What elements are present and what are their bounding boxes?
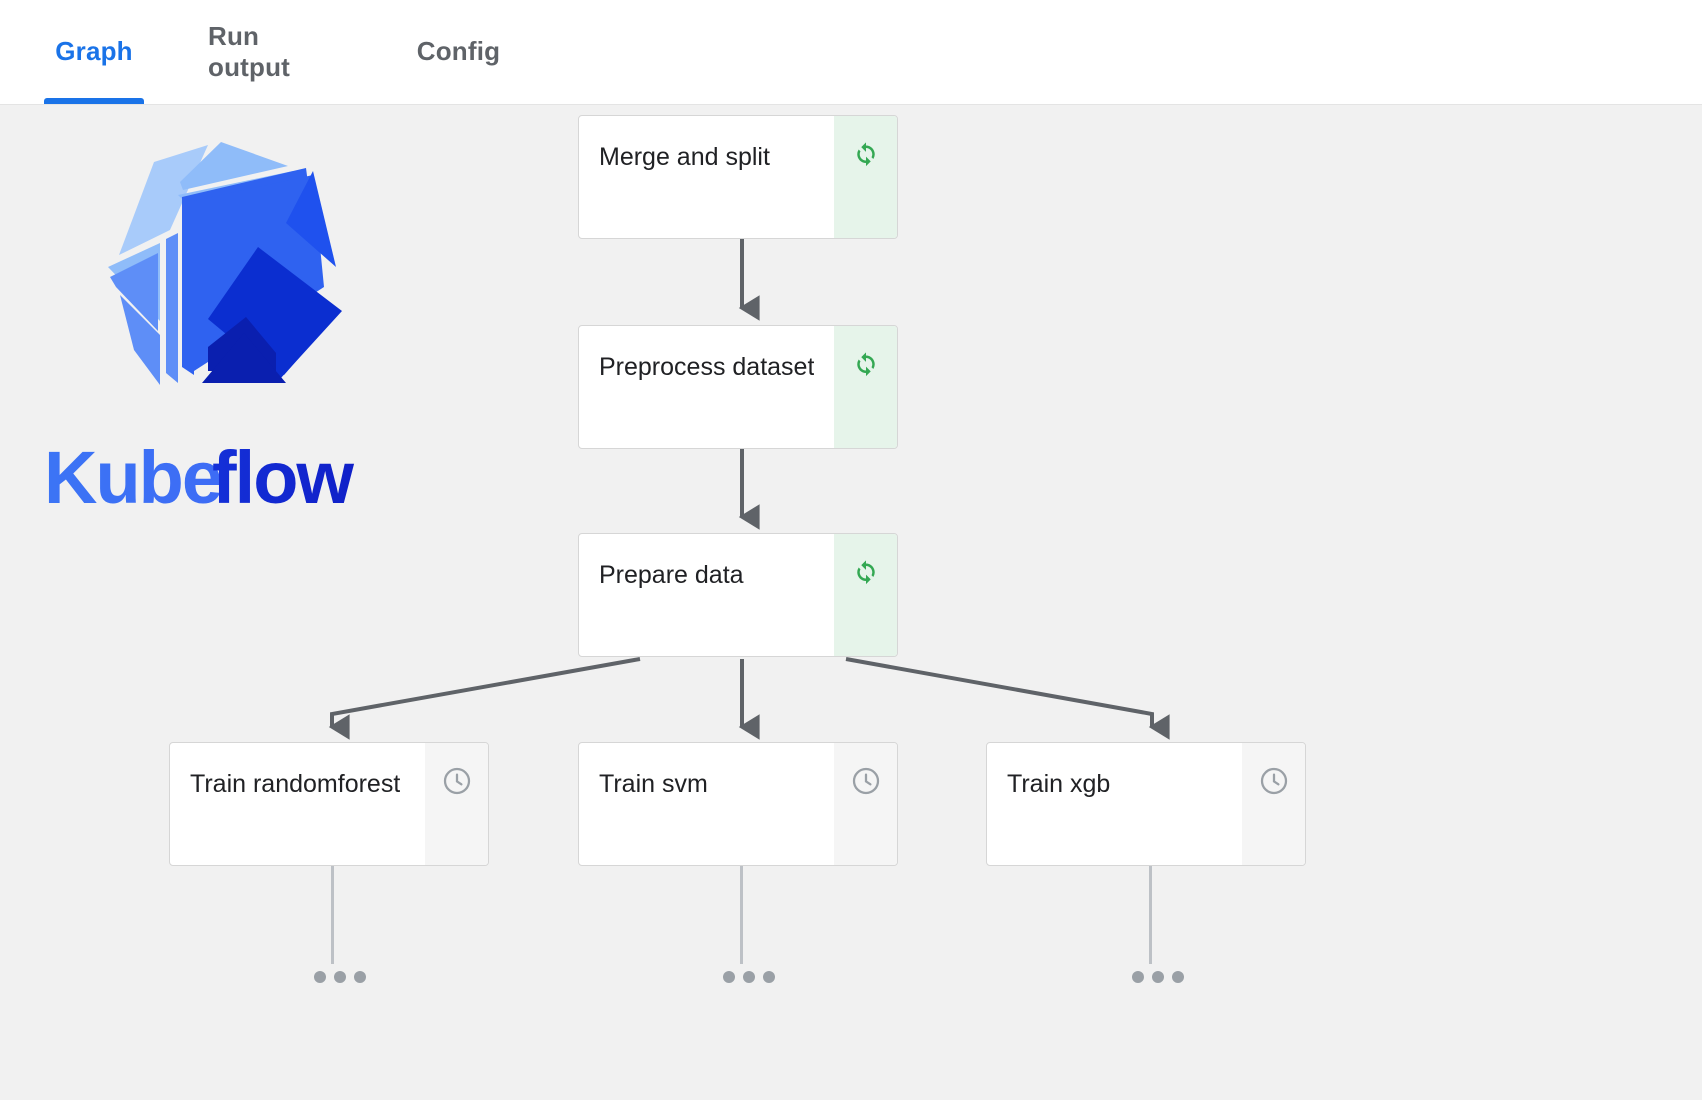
tab-config[interactable]: Config [415, 0, 502, 104]
tab-bar: Graph Run output Config [0, 0, 1702, 105]
node-label: Train xgb [1007, 770, 1111, 798]
graph-node-train-randomforest[interactable]: Train randomforest [169, 742, 489, 866]
graph-node-prepare-data[interactable]: Prepare data [578, 533, 898, 657]
clock-icon [852, 767, 879, 795]
clock-icon [443, 767, 470, 795]
tab-config-label: Config [416, 36, 501, 66]
node-label: Preprocess dataset [599, 353, 815, 381]
node-label: Train randomforest [190, 770, 401, 798]
node-body: Train randomforest [170, 743, 425, 865]
ellipsis-dot [334, 971, 346, 983]
ellipsis-dot [314, 971, 326, 983]
clock-icon [1260, 767, 1287, 795]
cached-refresh-icon [856, 560, 875, 585]
node-tail-svm [740, 866, 743, 964]
node-label: Train svm [599, 770, 708, 798]
tab-run-output[interactable]: Run output [200, 0, 345, 104]
ellipsis-dot [743, 971, 755, 983]
node-status-pending [1242, 743, 1305, 865]
tab-run-output-label: Run output [208, 20, 291, 82]
graph-node-merge-and-split[interactable]: Merge and split [578, 115, 898, 239]
kubeflow-logo-icon [108, 142, 342, 385]
graph-node-train-xgb[interactable]: Train xgb [986, 742, 1306, 866]
node-tail-xgb [1149, 866, 1152, 964]
graph-node-preprocess-dataset[interactable]: Preprocess dataset [578, 325, 898, 449]
ellipsis-dot [354, 971, 366, 983]
tab-graph-label: Graph [55, 36, 133, 66]
node-body: Merge and split [579, 116, 834, 238]
ellipsis-dot [1172, 971, 1184, 983]
pipeline-graph-canvas[interactable]: Kube flow Merge and split [0, 105, 1702, 1100]
node-status-cached [834, 326, 897, 448]
node-status-cached [834, 534, 897, 656]
node-status-cached [834, 116, 897, 238]
cached-refresh-icon [856, 352, 875, 377]
wordmark-flow: flow [212, 440, 354, 519]
cached-refresh-icon [856, 142, 875, 167]
node-status-pending [425, 743, 488, 865]
ellipsis-dot [1152, 971, 1164, 983]
graph-node-train-svm[interactable]: Train svm [578, 742, 898, 866]
node-body: Train svm [579, 743, 834, 865]
node-label: Prepare data [599, 561, 744, 589]
kubeflow-wordmark: Kube flow [44, 436, 424, 520]
tab-graph[interactable]: Graph [44, 0, 144, 104]
wordmark-kube: Kube [44, 440, 221, 519]
collapsed-children-randomforest[interactable] [314, 971, 366, 983]
collapsed-children-xgb[interactable] [1132, 971, 1184, 983]
ellipsis-dot [1132, 971, 1144, 983]
node-body: Prepare data [579, 534, 834, 656]
node-status-pending [834, 743, 897, 865]
node-label: Merge and split [599, 143, 770, 171]
node-body: Preprocess dataset [579, 326, 834, 448]
ellipsis-dot [763, 971, 775, 983]
edge-prepare-to-xgb [845, 657, 1170, 740]
ellipsis-dot [723, 971, 735, 983]
tab-active-underline [44, 98, 144, 104]
collapsed-children-svm[interactable] [723, 971, 775, 983]
node-body: Train xgb [987, 743, 1242, 865]
node-tail-randomforest [331, 866, 334, 964]
edge-prepare-to-randomforest [328, 657, 641, 740]
